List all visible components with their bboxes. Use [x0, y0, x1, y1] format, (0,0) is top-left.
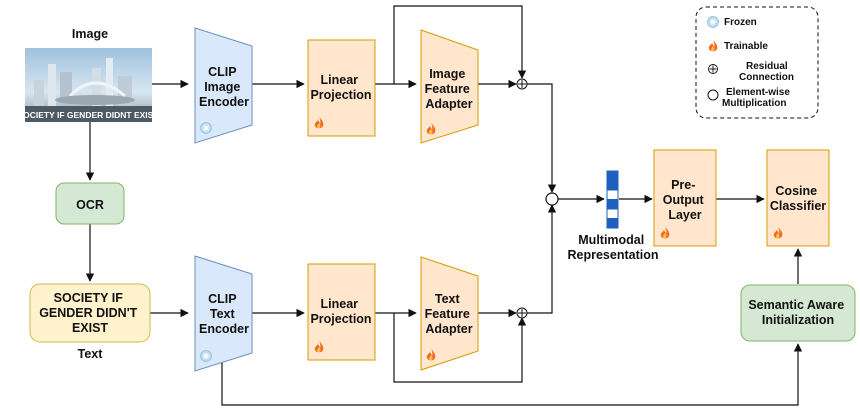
text-adapter-line-2: Feature	[425, 307, 470, 321]
text-input-line-1: SOCIETY IF	[54, 291, 124, 305]
text-input-line-3: EXIST	[72, 321, 108, 335]
text-adapter-line-3: Adapter	[425, 322, 472, 336]
text-input-box	[29, 283, 151, 343]
image-adapter-line-3: Adapter	[425, 97, 472, 111]
legend-residual-line-1: Residual	[746, 61, 788, 72]
legend-trainable-label: Trainable	[724, 41, 768, 52]
ocr-box	[55, 182, 125, 225]
image-adapter-label: Image Feature Adapter	[425, 67, 474, 111]
multimodal-vector	[606, 170, 619, 229]
legend-elementwise-label: Element-wise Multiplication	[722, 87, 793, 109]
arrow-cliptext-to-semantic	[221, 343, 803, 406]
pre-output-line-3: Layer	[668, 208, 701, 222]
linear-text-line-1: Linear	[321, 297, 359, 311]
legend: Frozen Trainable Residual Connection Ele…	[695, 6, 819, 119]
clip-text-line-2: Text	[210, 307, 236, 321]
cosine-line-1: Cosine	[775, 184, 817, 198]
semantic-label: Semantic Aware Initialization	[748, 298, 847, 327]
pre-output-layer	[653, 149, 717, 247]
residual-skip-top	[393, 5, 527, 84]
clip-image-encoder-label: CLIP Image Encoder	[199, 65, 249, 109]
frozen-icon	[200, 350, 212, 362]
legend-elementwise-line-1: Element-wise	[726, 87, 790, 98]
legend-frozen-label: Frozen	[724, 17, 757, 28]
multimodal-line-1: Multimodal	[578, 233, 644, 247]
meme-caption: SOCIETY IF GENDER DIDNT EXIST	[17, 110, 159, 120]
clip-text-encoder-label: CLIP Text Encoder	[199, 292, 249, 336]
image-label: Image	[72, 27, 108, 41]
connectors	[85, 5, 803, 406]
clip-image-line-3: Encoder	[199, 95, 249, 109]
clip-text-encoder	[194, 255, 253, 372]
linear-projection-text	[307, 263, 376, 361]
image-adapter-line-1: Image	[429, 67, 465, 81]
linear-projection-text-label: Linear Projection	[310, 297, 371, 326]
ocr-label: OCR	[76, 198, 104, 212]
clip-image-line-2: Image	[204, 80, 240, 94]
linear-text-line-2: Projection	[310, 312, 371, 326]
linear-image-line-1: Linear	[321, 73, 359, 87]
text-adapter-line-1: Text	[435, 292, 461, 306]
text-input-content: SOCIETY IF GENDER DIDN'T EXIST	[39, 291, 141, 335]
clip-image-encoder	[194, 27, 253, 144]
cosine-classifier-label: Cosine Classifier	[770, 184, 826, 213]
text-feature-adapter	[420, 256, 479, 371]
pre-output-line-2: Output	[663, 193, 705, 207]
semantic-aware-initialization	[740, 284, 856, 342]
cosine-line-2: Classifier	[770, 199, 826, 213]
multimodal-representation-label: Multimodal Representation	[568, 233, 659, 262]
semantic-line-2: Initialization	[762, 313, 834, 327]
legend-frozen-icon	[707, 16, 719, 28]
pre-output-line-1: Pre-	[671, 178, 695, 192]
meme-image: SOCIETY IF GENDER DIDNT EXIST	[17, 48, 159, 122]
linear-projection-image-label: Linear Projection	[310, 73, 371, 102]
residual-add-bottom-icon	[516, 307, 528, 319]
legend-residual-icon	[708, 64, 718, 74]
multimodal-line-2: Representation	[568, 248, 659, 262]
residual-skip-bottom	[393, 313, 527, 383]
clip-text-line-3: Encoder	[199, 322, 249, 336]
cosine-classifier	[766, 149, 830, 247]
linear-projection-image	[307, 39, 376, 137]
frozen-icon	[200, 122, 212, 134]
clip-image-line-1: CLIP	[208, 65, 236, 79]
elementwise-multiplication-icon	[545, 192, 559, 206]
legend-elementwise-line-2: Multiplication	[722, 98, 786, 109]
semantic-line-1: Semantic Aware	[748, 298, 844, 312]
image-feature-adapter	[420, 29, 479, 144]
legend-box	[695, 6, 819, 119]
arrow-res-bottom-to-mult	[527, 204, 557, 314]
pre-output-label: Pre- Output Layer	[663, 178, 707, 222]
legend-residual-line-2: Connection	[739, 72, 794, 83]
arrow-res-top-to-mult	[527, 83, 557, 193]
text-label: Text	[78, 347, 104, 361]
residual-add-top-icon	[516, 78, 528, 90]
text-adapter-label: Text Feature Adapter	[425, 292, 474, 336]
legend-residual-label: Residual Connection	[739, 61, 794, 83]
legend-elementwise-icon	[707, 89, 719, 101]
clip-text-line-1: CLIP	[208, 292, 236, 306]
image-adapter-line-2: Feature	[425, 82, 470, 96]
text-input-line-2: GENDER DIDN'T	[39, 306, 137, 320]
linear-image-line-2: Projection	[310, 88, 371, 102]
